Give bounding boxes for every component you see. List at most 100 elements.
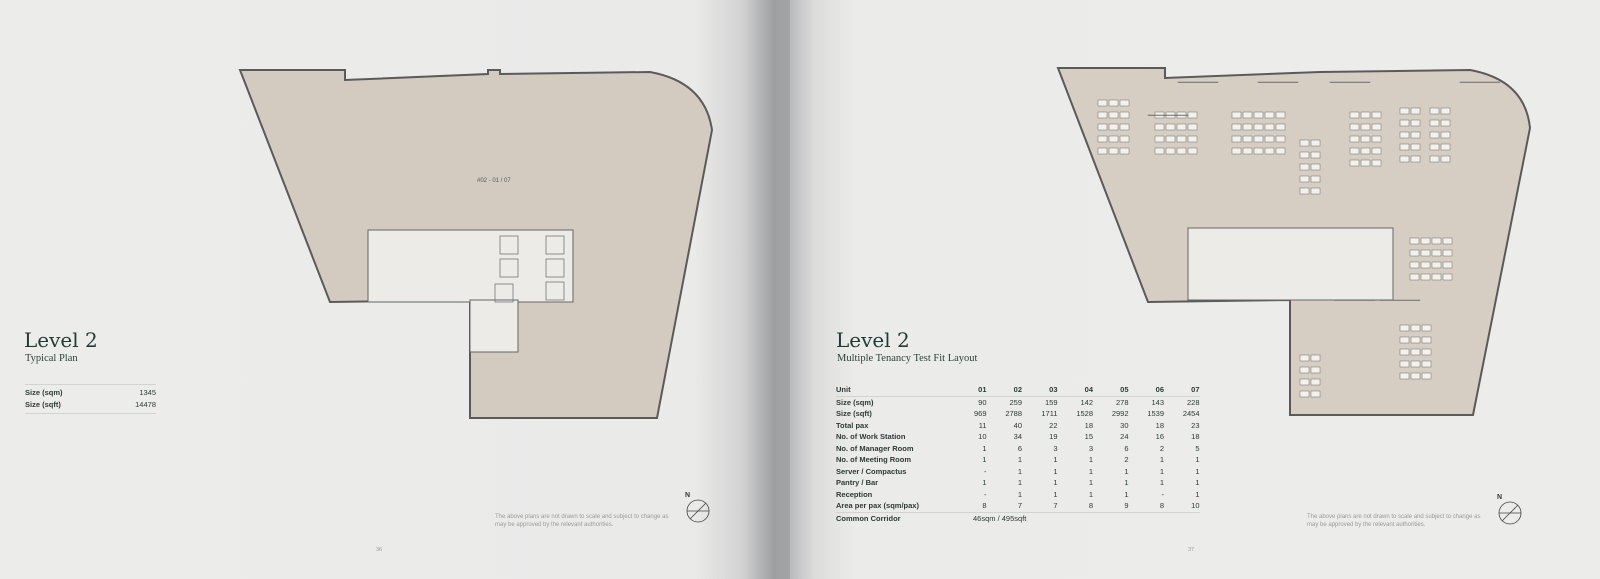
cell: 1 xyxy=(1017,466,1022,476)
cell: - xyxy=(984,466,987,476)
desk xyxy=(1310,366,1321,374)
spec-label: Size (sqm) xyxy=(25,388,63,397)
desk xyxy=(1410,143,1421,151)
spec-label: Size (sqft) xyxy=(25,400,61,409)
desk xyxy=(1310,151,1321,159)
cell: 04 xyxy=(1057,384,1093,397)
desk xyxy=(1429,143,1440,151)
desk xyxy=(1299,366,1310,374)
desk xyxy=(1165,147,1176,155)
cell: 11 xyxy=(978,420,987,430)
desk xyxy=(1442,261,1453,269)
cell: 6 xyxy=(1124,443,1129,453)
cell: 8 xyxy=(1088,501,1093,510)
row-label: Size (sqft) xyxy=(836,409,872,418)
row-label: Server / Compactus xyxy=(836,466,907,476)
desk xyxy=(1409,249,1420,257)
desk xyxy=(1421,336,1432,344)
cell: 02 xyxy=(986,384,1022,397)
desk xyxy=(1119,123,1130,131)
desk xyxy=(1420,273,1431,281)
desk xyxy=(1253,111,1264,119)
desk xyxy=(1410,372,1421,380)
desk xyxy=(1360,147,1371,155)
desk xyxy=(1310,390,1321,398)
partition xyxy=(1459,81,1501,83)
partition xyxy=(1257,81,1299,83)
desk xyxy=(1440,155,1451,163)
cell: 7 xyxy=(1053,501,1058,510)
partition xyxy=(1177,81,1219,83)
north-label: N xyxy=(685,492,690,499)
cell: 3 xyxy=(1088,443,1093,453)
cell: 1 xyxy=(1053,466,1058,476)
desk xyxy=(1097,111,1108,119)
page-subtitle: Multiple Tenancy Test Fit Layout xyxy=(837,353,978,364)
desk xyxy=(1119,147,1130,155)
lift-shaft xyxy=(545,281,565,301)
desk xyxy=(1097,99,1108,107)
desk xyxy=(1231,123,1242,131)
desk xyxy=(1360,123,1371,131)
desk xyxy=(1371,123,1382,131)
cell: 06 xyxy=(1128,384,1164,397)
cell: 30 xyxy=(1120,420,1129,430)
desk xyxy=(1310,354,1321,362)
cell: 1 xyxy=(1195,489,1200,499)
desk xyxy=(1420,237,1431,245)
cell: - xyxy=(1161,489,1165,499)
desk xyxy=(1176,147,1187,155)
desk xyxy=(1242,147,1253,155)
desk xyxy=(1429,155,1440,163)
desk xyxy=(1429,131,1440,139)
desk xyxy=(1421,372,1432,380)
cell: 1539 xyxy=(1147,409,1164,418)
cell: 34 xyxy=(1013,432,1022,441)
row-label: No. of Work Station xyxy=(836,432,906,441)
desk xyxy=(1310,175,1321,183)
cell: 259 xyxy=(1009,397,1022,407)
cell: 159 xyxy=(1044,397,1058,407)
north-label: N xyxy=(1497,494,1502,501)
lift-shaft xyxy=(545,258,565,278)
cell: 2 xyxy=(1159,443,1164,453)
cell: 1 xyxy=(1195,466,1200,476)
desk xyxy=(1360,135,1371,143)
cell: 18 xyxy=(1191,432,1200,441)
cell: 1 xyxy=(1195,455,1200,464)
desk xyxy=(1264,135,1275,143)
cell: 142 xyxy=(1080,397,1093,407)
cell: 1528 xyxy=(1076,409,1093,418)
desk xyxy=(1253,147,1264,155)
desk xyxy=(1119,111,1130,119)
desk xyxy=(1410,107,1421,115)
cell: 1 xyxy=(1124,489,1129,499)
desk xyxy=(1409,273,1420,281)
row-label: Unit xyxy=(836,384,951,397)
desk xyxy=(1299,151,1310,159)
spec-row: Size (sqft)14478 xyxy=(25,399,156,411)
desk xyxy=(1410,360,1421,368)
disclaimer: The above plans are not drawn to scale a… xyxy=(495,514,669,528)
desk xyxy=(1371,135,1382,143)
cell: 18 xyxy=(1155,420,1164,430)
desk xyxy=(1410,131,1421,139)
desk xyxy=(1119,99,1130,107)
desk xyxy=(1097,123,1108,131)
desk xyxy=(1253,135,1264,143)
cell: 01 xyxy=(951,384,987,397)
desk xyxy=(1429,107,1440,115)
desk xyxy=(1154,147,1165,155)
desk xyxy=(1275,123,1286,131)
desk xyxy=(1399,348,1410,356)
partition xyxy=(1147,114,1189,116)
desk xyxy=(1275,111,1286,119)
desk xyxy=(1442,237,1453,245)
